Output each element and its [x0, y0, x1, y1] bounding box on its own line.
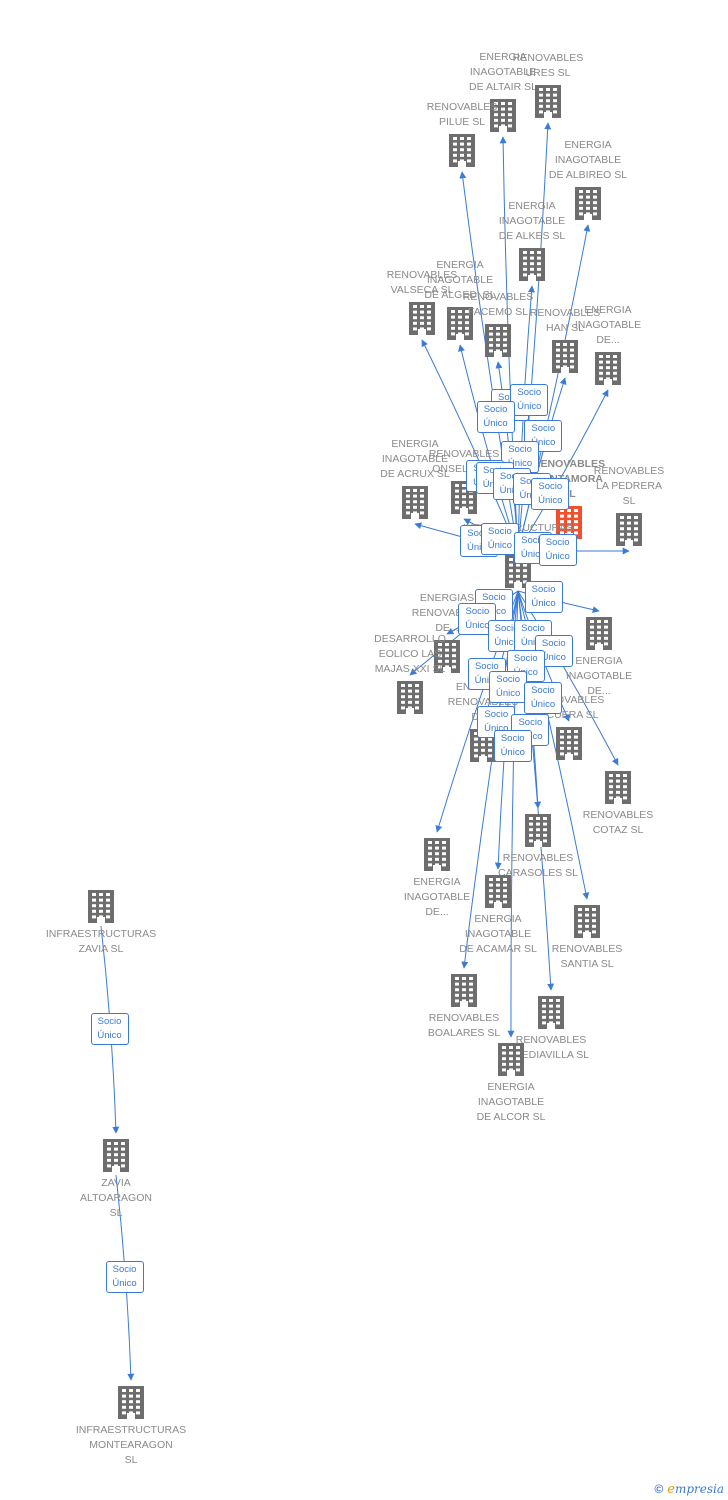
company-label: RENOVABLES LA PEDRERA SL — [593, 465, 665, 507]
building-icon — [595, 352, 621, 385]
company-label: ENERGIA INAGOTABLE DE... — [403, 876, 471, 918]
company-label: ENERGIA INAGOTABLE DE... — [574, 304, 642, 346]
company-node-algedi[interactable]: ENERGIA INAGOTABLE DE ALGEDI SL — [395, 258, 525, 340]
company-node-cantamora[interactable]: RENOVABLES CANTAMORA SL — [504, 457, 634, 539]
company-node-santia[interactable]: RENOVABLES SANTIA SL — [522, 904, 652, 972]
company-node-albireo[interactable]: ENERGIA INAGOTABLE DE ALBIREO SL — [523, 138, 653, 220]
building-icon — [485, 875, 511, 908]
relation-badge-socio-unico[interactable]: Socio Único — [531, 477, 570, 510]
relation-badge-socio-unico[interactable]: Socio Único — [105, 1260, 144, 1293]
company-label: ENERGIA INAGOTABLE DE ACRUX SL — [380, 438, 450, 480]
building-icon — [409, 302, 435, 335]
building-icon — [575, 187, 601, 220]
company-node-han[interactable]: RENOVABLES HAN SL — [500, 306, 630, 373]
building-icon — [434, 640, 460, 673]
company-label: RENOVABLES FACEMO SL — [462, 291, 534, 318]
company-label: ENERGIA INAGOTABLE DE ALKES SL — [498, 200, 566, 242]
company-label: ENERGIA INAGOTABLE DE... — [565, 655, 633, 697]
company-node-de_low[interactable]: ENERGIA INAGOTABLE DE... — [372, 837, 502, 920]
copyright-icon: © — [654, 1482, 664, 1496]
building-icon — [535, 85, 561, 118]
company-label: RENOVABLES MEDIAVILLA SL — [512, 1034, 590, 1061]
building-icon — [556, 727, 582, 760]
building-icon — [88, 890, 114, 923]
company-label: ENERGIA INAGOTABLE DE ALGEDI SL — [424, 259, 496, 301]
company-node-montearagon[interactable]: INFRAESTRUCTURAS MONTEARAGON SL — [66, 1385, 196, 1468]
brand-initial: e — [667, 1482, 675, 1497]
company-node-alkes[interactable]: ENERGIA INAGOTABLE DE ALKES SL — [467, 199, 597, 281]
company-node-de_top[interactable]: ENERGIA INAGOTABLE DE... — [543, 303, 673, 385]
company-label: DESARROLLO EOLICO LAS MAJAS XXI SL — [374, 633, 446, 675]
company-node-acrux[interactable]: ENERGIA INAGOTABLE DE ACRUX SL — [350, 437, 480, 519]
company-label: ENERGIA INAGOTABLE DE ALTAIR SL — [469, 51, 537, 93]
building-icon — [402, 486, 428, 519]
building-icon — [525, 814, 551, 847]
company-node-cotaz[interactable]: RENOVABLES COTAZ SL — [553, 770, 683, 838]
company-label: RENOVABLES SANTIA SL — [551, 943, 623, 970]
relation-badge-socio-unico[interactable]: Socio Único — [480, 522, 519, 555]
building-icon — [552, 340, 578, 373]
company-node-pilue[interactable]: RENOVABLES PILUE SL — [397, 100, 527, 167]
building-icon — [485, 324, 511, 357]
company-node-energias_a[interactable]: ENERGIAS RENOVABLES DE... — [382, 591, 512, 673]
company-node-carasoles[interactable]: RENOVABLES CARASOLES SL — [473, 813, 603, 881]
building-icon — [586, 617, 612, 650]
company-node-facemo[interactable]: RENOVABLES FACEMO SL — [433, 290, 563, 357]
company-label: ZAVIA ALTOARAGON SL — [80, 1177, 152, 1219]
company-node-alcor[interactable]: ENERGIA INAGOTABLE DE ALCOR SL — [446, 1042, 576, 1125]
edge-arba-han — [517, 377, 567, 552]
building-icon — [538, 996, 564, 1029]
company-label: RENOVABLES PILUE SL — [426, 101, 498, 128]
company-node-pedrera[interactable]: RENOVABLES LA PEDRERA SL — [564, 464, 694, 546]
building-icon — [574, 905, 600, 938]
building-icon — [447, 307, 473, 340]
building-icon — [605, 771, 631, 804]
company-label: RENOVABLES BOALARES SL — [427, 1012, 501, 1039]
company-node-valseca[interactable]: RENOVABLES VALSECA SL — [357, 268, 487, 335]
company-label: ENERGIA INAGOTABLE DE ACAMAR SL — [459, 913, 537, 955]
company-label: RENOVABLES COTAZ SL — [582, 809, 654, 836]
building-icon — [118, 1386, 144, 1419]
relation-badge-socio-unico[interactable]: Socio Único — [476, 401, 515, 434]
brand-name: mpresia — [674, 1482, 724, 1496]
relation-badge-socio-unico[interactable]: Socio Único — [493, 730, 532, 763]
company-node-desarrollo[interactable]: DESARROLLO EOLICO LAS MAJAS XXI SL — [345, 632, 475, 714]
company-node-altoaragon[interactable]: ZAVIA ALTOARAGON SL — [51, 1138, 181, 1221]
company-label: INFRAESTRUCTURAS MONTEARAGON SL — [75, 1424, 187, 1466]
relation-badge-socio-unico[interactable]: Socio Único — [510, 384, 549, 417]
company-node-de_mid[interactable]: ENERGIA INAGOTABLE DE... — [534, 616, 664, 699]
building-icon — [616, 513, 642, 546]
building-icon — [449, 134, 475, 167]
company-label: INFRAESTRUCTURAS ZAVIA SL — [45, 928, 157, 955]
company-label: RENOVABLES HAN SL — [529, 307, 601, 334]
relation-badge-socio-unico[interactable]: Socio Único — [524, 581, 563, 613]
relation-badge-socio-unico[interactable]: Socio Único — [523, 681, 562, 714]
company-label: RENOVABLES VALSECA SL — [386, 269, 458, 296]
building-icon — [397, 681, 423, 714]
company-node-acamar[interactable]: ENERGIA INAGOTABLE DE ACAMAR SL — [433, 874, 563, 957]
building-icon — [424, 838, 450, 871]
building-icon — [490, 99, 516, 132]
company-label: ENERGIA INAGOTABLE DE ALBIREO SL — [548, 139, 628, 181]
building-icon — [451, 974, 477, 1007]
company-label: RENOVABLES CARASOLES SL — [498, 852, 578, 879]
relation-badge-socio-unico[interactable]: Socio Único — [90, 1012, 129, 1045]
company-node-altair[interactable]: ENERGIA INAGOTABLE DE ALTAIR SL — [438, 50, 568, 132]
building-icon — [103, 1139, 129, 1172]
company-node-zavia[interactable]: INFRAESTRUCTURAS ZAVIA SL — [36, 889, 166, 957]
company-label: RENOVABLES URES SL — [512, 52, 584, 79]
company-label: ENERGIA INAGOTABLE DE ALCOR SL — [476, 1081, 546, 1123]
building-icon — [519, 248, 545, 281]
brand-mark: ©empresia — [654, 1482, 724, 1497]
building-icon — [498, 1043, 524, 1076]
company-node-ures[interactable]: RENOVABLES URES SL — [483, 51, 613, 118]
edge-arba-pilue — [459, 171, 519, 552]
relation-badge-socio-unico[interactable]: Socio Único — [489, 671, 528, 704]
company-node-boalares[interactable]: RENOVABLES BOALARES SL — [399, 973, 529, 1041]
relation-badge-socio-unico[interactable]: Socio Único — [538, 534, 577, 566]
company-node-mediavilla[interactable]: RENOVABLES MEDIAVILLA SL — [486, 995, 616, 1063]
building-icon — [556, 506, 582, 539]
